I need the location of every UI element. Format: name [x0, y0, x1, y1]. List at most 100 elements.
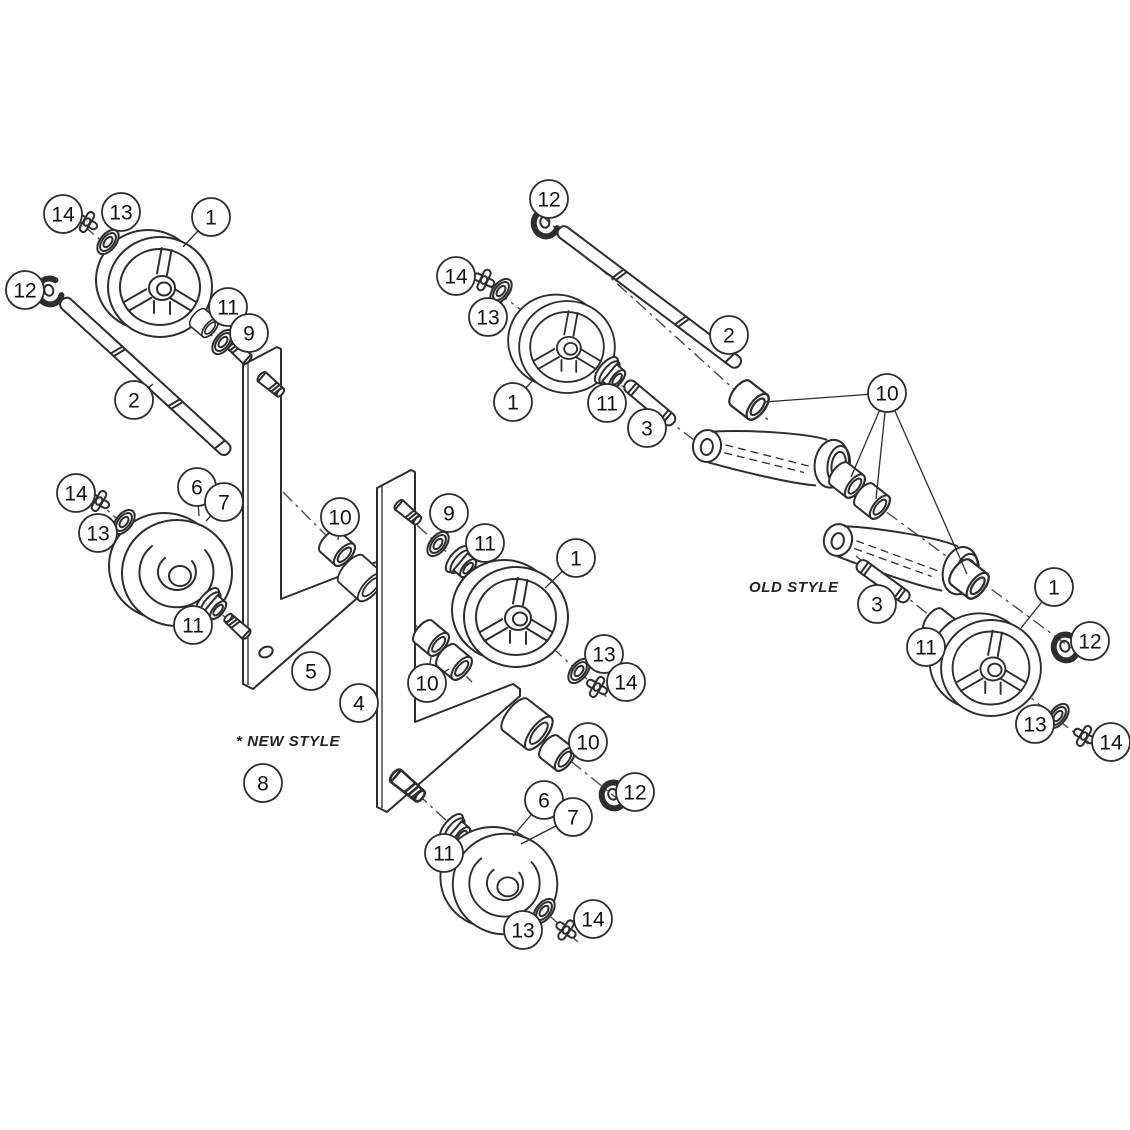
callout-circle — [229, 313, 269, 353]
callout-circle — [191, 197, 231, 237]
callout-number: 13 — [1023, 714, 1046, 737]
callout-1: 1 — [544, 538, 596, 589]
callout-circle — [627, 408, 667, 448]
callout-11: 11 — [465, 523, 505, 563]
callout-circle — [339, 683, 379, 723]
callout-12: 12 — [5, 270, 45, 310]
callout-number: 12 — [13, 280, 36, 303]
callout-circle — [587, 383, 627, 423]
callout-leader-line — [886, 392, 968, 575]
callout-circle — [101, 192, 141, 232]
callout-number: 7 — [567, 807, 579, 830]
callout-11: 11 — [906, 627, 946, 667]
callout-circle — [709, 315, 749, 355]
callout-1: 1 — [1020, 567, 1074, 629]
callout-number: 6 — [538, 790, 550, 813]
callout-10: 10 — [568, 722, 608, 762]
callout-10: 10 — [320, 497, 360, 541]
callout-number: 11 — [217, 297, 239, 320]
callout-14: 14 — [436, 256, 476, 296]
callout-number: 3 — [871, 594, 883, 617]
new-style-assembly — [35, 205, 627, 947]
callout-circle — [1015, 704, 1055, 744]
callout-14: 14 — [43, 194, 83, 234]
callout-7: 7 — [520, 797, 593, 845]
callout-number: 5 — [305, 661, 317, 684]
callout-2: 2 — [114, 380, 154, 420]
callout-number: 1 — [507, 392, 519, 415]
callout-circle — [173, 605, 213, 645]
callout-number: 11 — [182, 615, 204, 638]
callout-circle — [204, 482, 244, 522]
callout-circle — [556, 538, 596, 578]
callout-12: 12 — [615, 772, 655, 812]
callout-circle — [503, 910, 543, 950]
mounting-bracket-5 — [242, 346, 387, 690]
callout-number: 2 — [723, 325, 735, 348]
callout-circle — [584, 634, 624, 674]
callout-14: 14 — [56, 473, 96, 513]
callout-number: 10 — [576, 732, 599, 755]
callout-14: 14 — [573, 899, 613, 939]
callout-11: 11 — [424, 833, 464, 873]
callout-number: 6 — [191, 477, 203, 500]
callout-circle — [436, 256, 476, 296]
callout-number: 14 — [444, 266, 468, 289]
callout-number: 1 — [570, 548, 582, 571]
callout-11: 11 — [587, 383, 627, 423]
callout-circle — [5, 270, 45, 310]
callout-number: 13 — [86, 523, 109, 546]
callout-13: 13 — [503, 910, 543, 950]
callout-12: 12 — [529, 179, 569, 219]
callout-1: 1 — [182, 197, 231, 248]
callout-2: 2 — [709, 315, 749, 355]
callout-number: 1 — [205, 207, 217, 230]
callout-circle — [529, 179, 569, 219]
callout-circle — [493, 382, 533, 422]
callout-circle — [553, 797, 593, 837]
callout-number: 1 — [1048, 577, 1060, 600]
callout-number: 13 — [109, 202, 132, 225]
callout-number: 10 — [415, 673, 438, 696]
callout-circle — [1034, 567, 1074, 607]
callout-10: 10 — [407, 656, 450, 703]
callout-14: 14 — [606, 662, 646, 702]
bushing-10 — [724, 375, 774, 425]
callout-number: 10 — [328, 507, 351, 530]
pulley-wheel-1 — [928, 612, 1042, 717]
callout-number: 14 — [51, 204, 75, 227]
callout-number: 11 — [474, 533, 496, 556]
callout-12: 12 — [1070, 621, 1110, 661]
callout-13: 13 — [101, 192, 141, 232]
callout-circle — [857, 584, 897, 624]
callout-number: 12 — [537, 189, 560, 212]
callout-circle — [906, 627, 946, 667]
callout-circle — [208, 287, 248, 327]
callout-13: 13 — [78, 513, 118, 553]
callout-circle — [573, 899, 613, 939]
callout-9: 9 — [229, 313, 269, 353]
callout-8: 8 — [243, 763, 283, 803]
new-style-label: * NEW STYLE — [236, 733, 341, 750]
callout-13: 13 — [584, 634, 624, 674]
callout-circle — [1091, 722, 1130, 762]
callout-number: 14 — [1099, 732, 1123, 755]
callout-leader-line — [763, 392, 888, 403]
callout-number: 13 — [511, 920, 534, 943]
callout-number: 8 — [257, 773, 269, 796]
callout-number: 14 — [614, 672, 638, 695]
callout-number: 12 — [623, 782, 646, 805]
callout-1: 1 — [493, 378, 535, 422]
callout-7: 7 — [204, 482, 244, 522]
callout-number: 10 — [875, 383, 898, 406]
callout-11: 11 — [173, 605, 213, 645]
callout-3: 3 — [857, 584, 897, 624]
callout-circle — [606, 662, 646, 702]
callout-number: 13 — [476, 307, 499, 330]
callout-circle — [1070, 621, 1110, 661]
callout-circle — [320, 497, 360, 537]
callout-number: 4 — [353, 693, 365, 716]
callout-circle — [867, 373, 907, 413]
